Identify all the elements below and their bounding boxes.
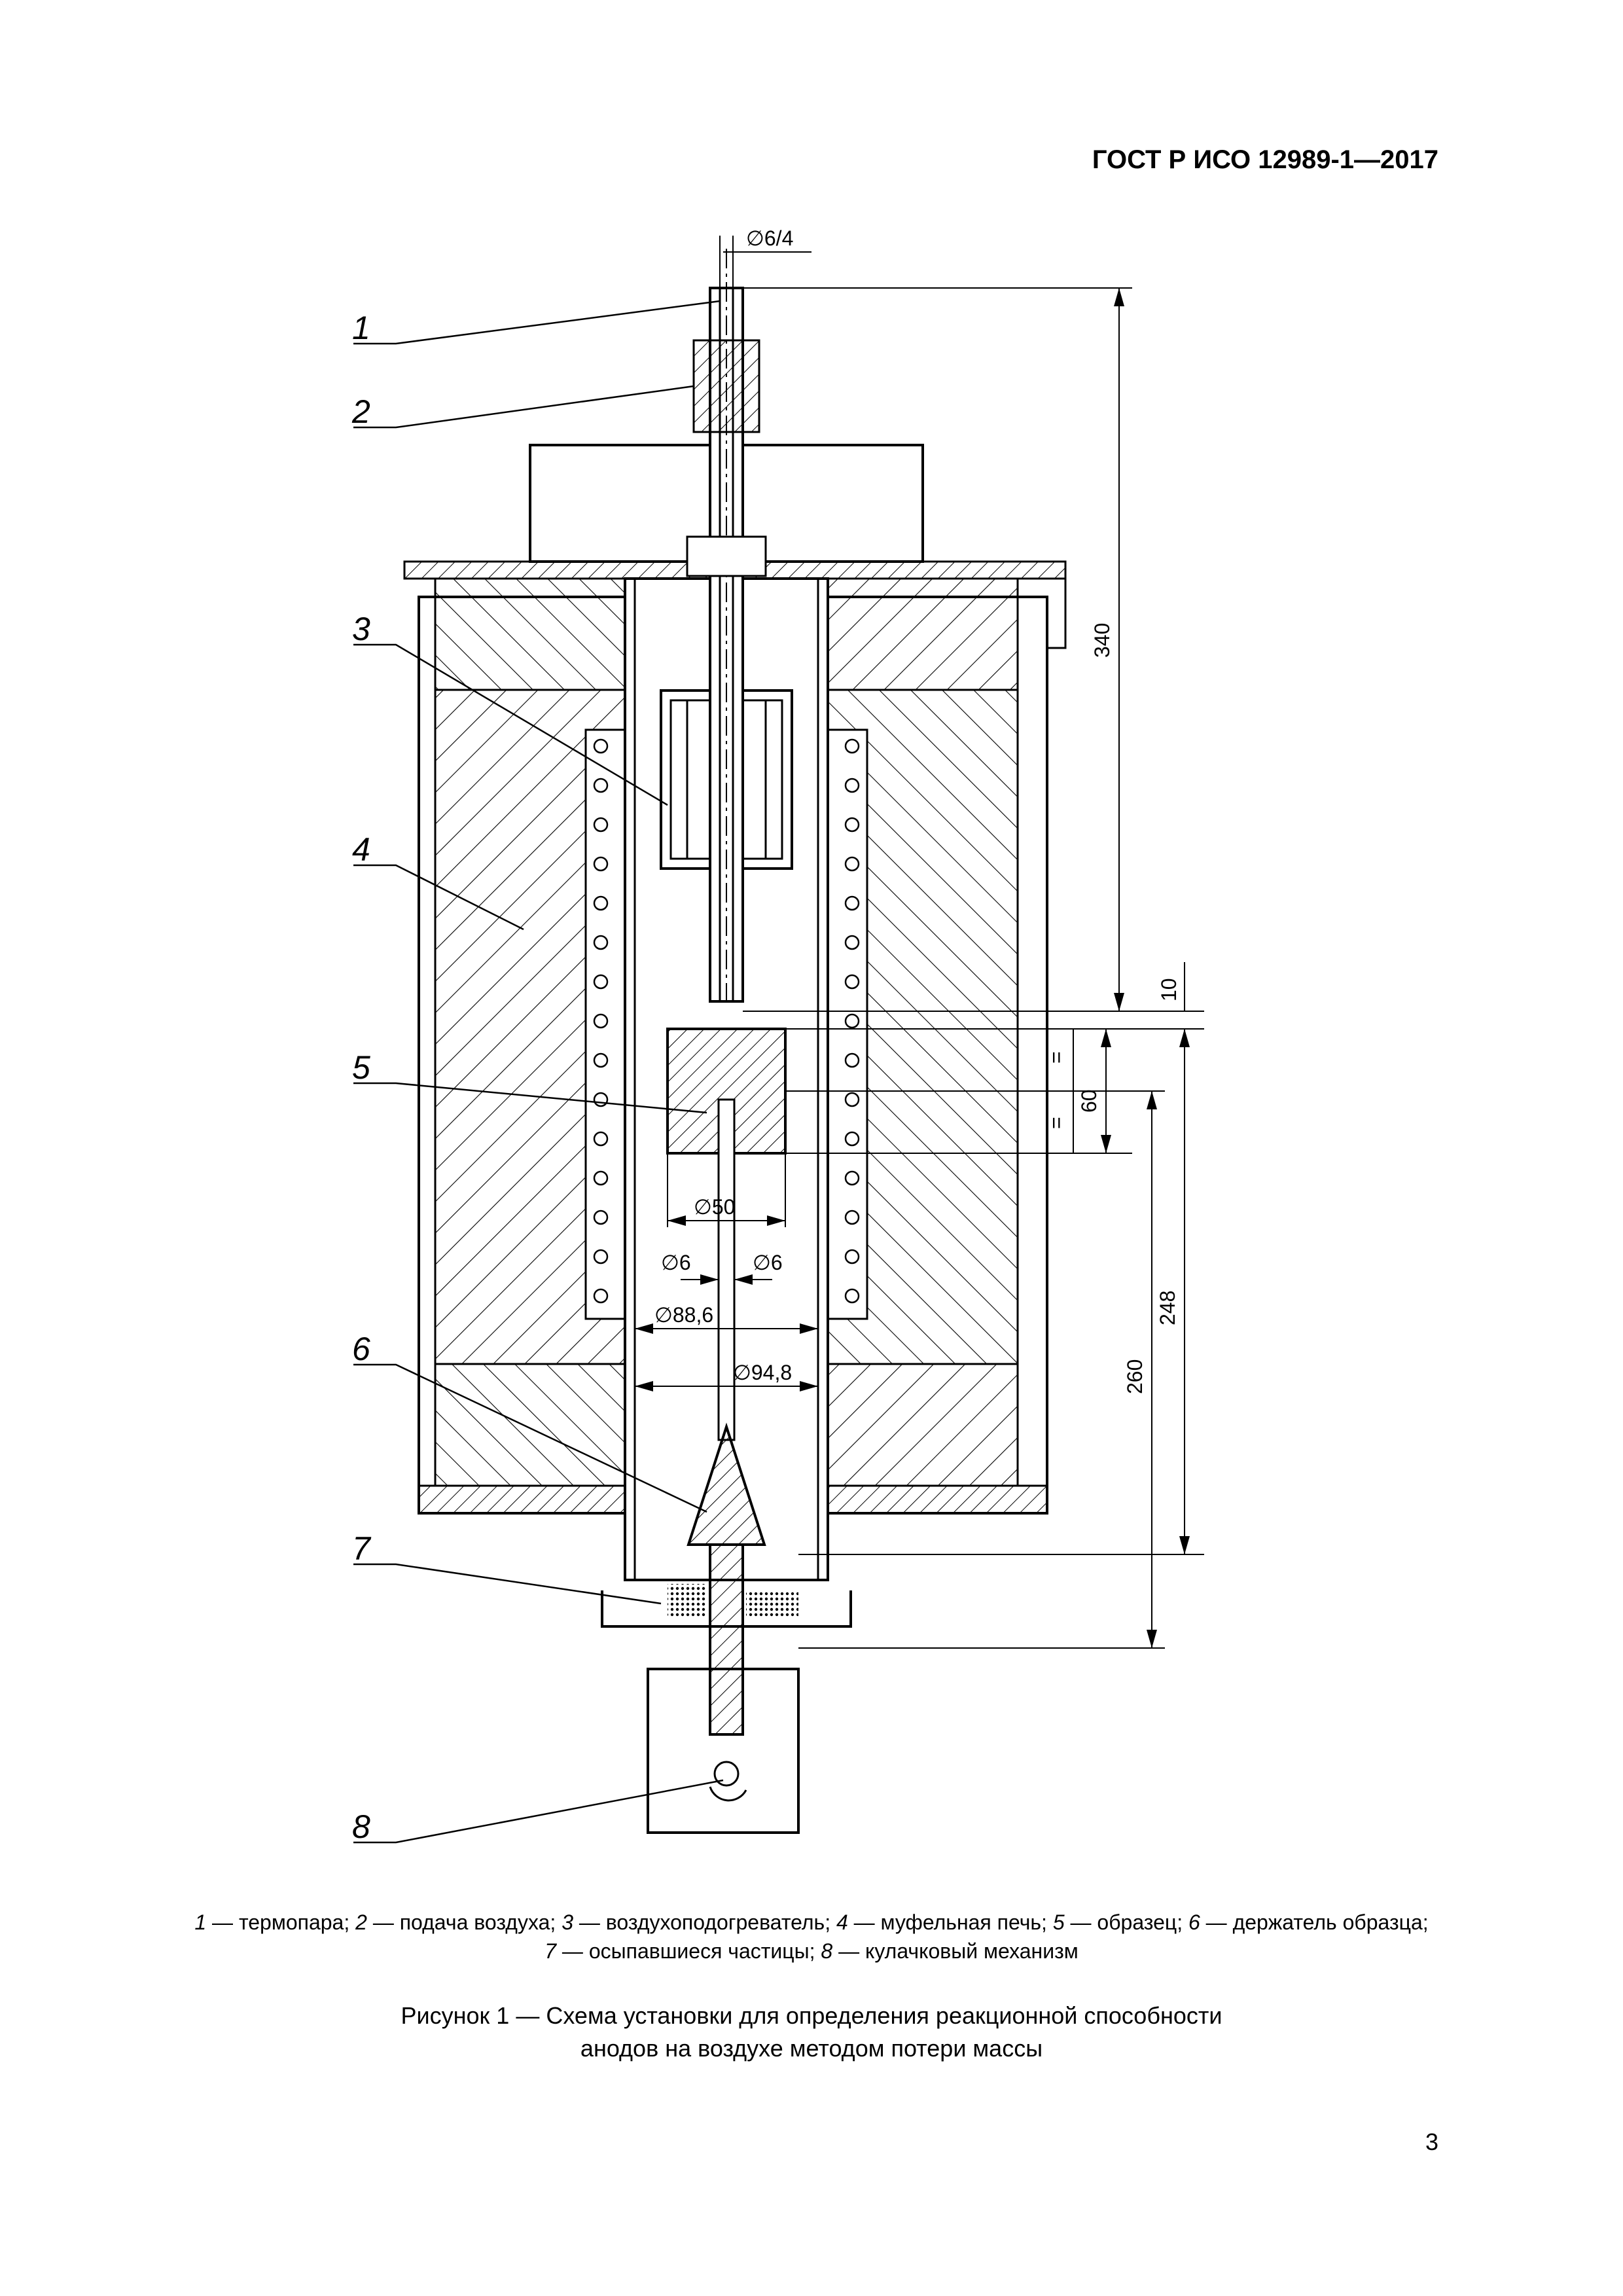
dim-eq-1: = <box>1044 1051 1068 1064</box>
legend-text-2: — подача воздуха; <box>366 1910 562 1934</box>
dim-eq-2: = <box>1044 1117 1068 1129</box>
dim-inner-diameter: ∅88,6 <box>654 1303 713 1327</box>
callout-5: 5 <box>352 1049 370 1086</box>
callout-2: 2 <box>351 393 370 430</box>
dim-248: 248 <box>1156 1291 1179 1325</box>
legend-text-4: — муфельная печь; <box>847 1910 1053 1934</box>
insulation-left-top <box>434 577 626 691</box>
legend-line-1: 1 — термопара; 2 — подача воздуха; 3 — в… <box>118 1908 1505 1937</box>
page-number: 3 <box>1425 2128 1438 2155</box>
dim-rod-right: ∅6 <box>753 1251 783 1274</box>
dim-sample-diameter: ∅50 <box>694 1195 735 1219</box>
dim-rod-left: ∅6 <box>661 1251 691 1274</box>
legend-num-2: 2 <box>355 1910 367 1934</box>
insulation-right-bot <box>827 1363 1019 1487</box>
dim-260: 260 <box>1123 1359 1147 1394</box>
holder-rod <box>717 1098 736 1441</box>
legend-num-3: 3 <box>562 1910 573 1934</box>
callout-6: 6 <box>352 1331 370 1367</box>
document-header: ГОСТ Р ИСО 12989-1—2017 <box>1092 145 1438 174</box>
legend-num-8: 8 <box>821 1939 833 1963</box>
figure-caption: Рисунок 1 — Схема установки для определе… <box>262 2000 1361 2065</box>
callout-1: 1 <box>352 310 370 346</box>
legend-num-7: 7 <box>544 1939 557 1963</box>
legend-text-6: — держатель образца; <box>1200 1910 1429 1934</box>
legend-num-1: 1 <box>194 1910 207 1934</box>
legend-text-3: — воздухоподогреватель; <box>573 1910 836 1934</box>
insulation-left-bot <box>434 1363 626 1487</box>
cam-mechanism <box>647 1668 800 1834</box>
legend-line-2: 7 — осыпавшиеся частицы; 8 — кулачковый … <box>118 1937 1505 1965</box>
legend-num-6: 6 <box>1188 1910 1200 1934</box>
legend-text-8: — кулачковый механизм <box>832 1939 1079 1963</box>
figure-legend: 1 — термопара; 2 — подача воздуха; 3 — в… <box>118 1908 1505 1965</box>
caption-line-1: Рисунок 1 — Схема установки для определе… <box>401 2002 1222 2029</box>
callout-7: 7 <box>352 1530 372 1567</box>
dim-tube: ∅6/4 <box>746 226 793 250</box>
insulation-right-top <box>827 577 1019 691</box>
callout-8: 8 <box>352 1808 370 1845</box>
legend-text-7: — осыпавшиеся частицы; <box>556 1939 821 1963</box>
dim-60: 60 <box>1077 1089 1101 1113</box>
callout-4: 4 <box>352 831 370 868</box>
legend-text-5: — образец; <box>1064 1910 1188 1934</box>
dim-10: 10 <box>1157 978 1181 1001</box>
legend-text-1: — термопара; <box>206 1910 356 1934</box>
legend-num-4: 4 <box>836 1910 848 1934</box>
caption-line-2: анодов на воздухе методом потери массы <box>580 2035 1043 2062</box>
callout-3: 3 <box>352 611 370 647</box>
cam-wheel <box>713 1761 740 1787</box>
dim-outer-diameter: ∅94,8 <box>733 1361 792 1384</box>
dim-340: 340 <box>1090 623 1114 658</box>
legend-num-5: 5 <box>1052 1910 1065 1934</box>
